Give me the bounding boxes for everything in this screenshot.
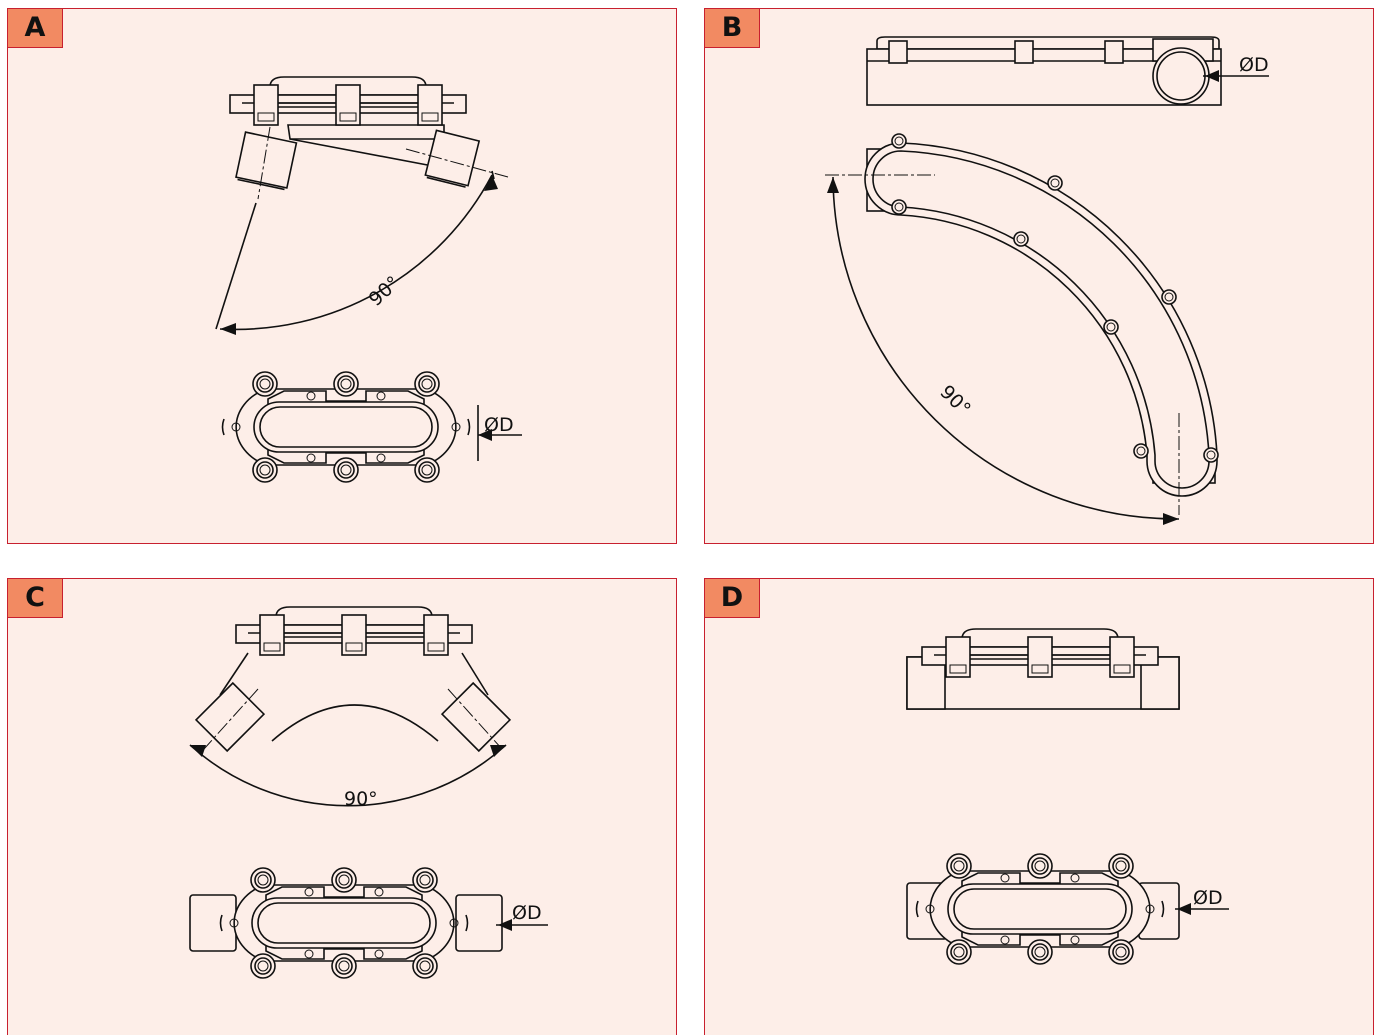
panel-label-b: B [704,8,760,48]
panel-label-c: C [7,578,63,618]
diameter-label-d: ØD [1193,887,1223,909]
plan-view-d: ØD [906,853,1229,965]
elevation-view-c [194,606,512,753]
diameter-label-b: ØD [1239,54,1269,76]
panel-c: C 90° [7,578,677,1035]
angle-dimension-c: 90° [189,744,507,810]
drawing-d: ØD [906,628,1229,965]
plan-view-a: ØD [221,371,522,483]
plan-view-c: ØD [189,867,548,979]
drawing-c: 90° ØD [189,606,548,979]
panel-label-d: D [704,578,760,618]
angle-label-a: 90° [365,272,405,311]
angle-label-c: 90° [344,788,378,810]
diameter-label-c: ØD [512,902,542,924]
elevation-view-a [229,76,509,200]
angle-label-b: 90° [935,381,974,420]
elevation-view-b: ØD [866,36,1269,106]
panel-b: B ØD [704,8,1374,544]
plan-view-b [825,133,1219,515]
panel-label-a: A [7,8,63,48]
panel-d: D ØD [704,578,1374,1035]
drawing-b: ØD 90° [825,36,1269,525]
diameter-label-a: ØD [484,414,514,436]
panel-a: A 90° [7,8,677,544]
elevation-view-d [906,628,1180,710]
drawing-a: 90° ØD [215,76,522,483]
